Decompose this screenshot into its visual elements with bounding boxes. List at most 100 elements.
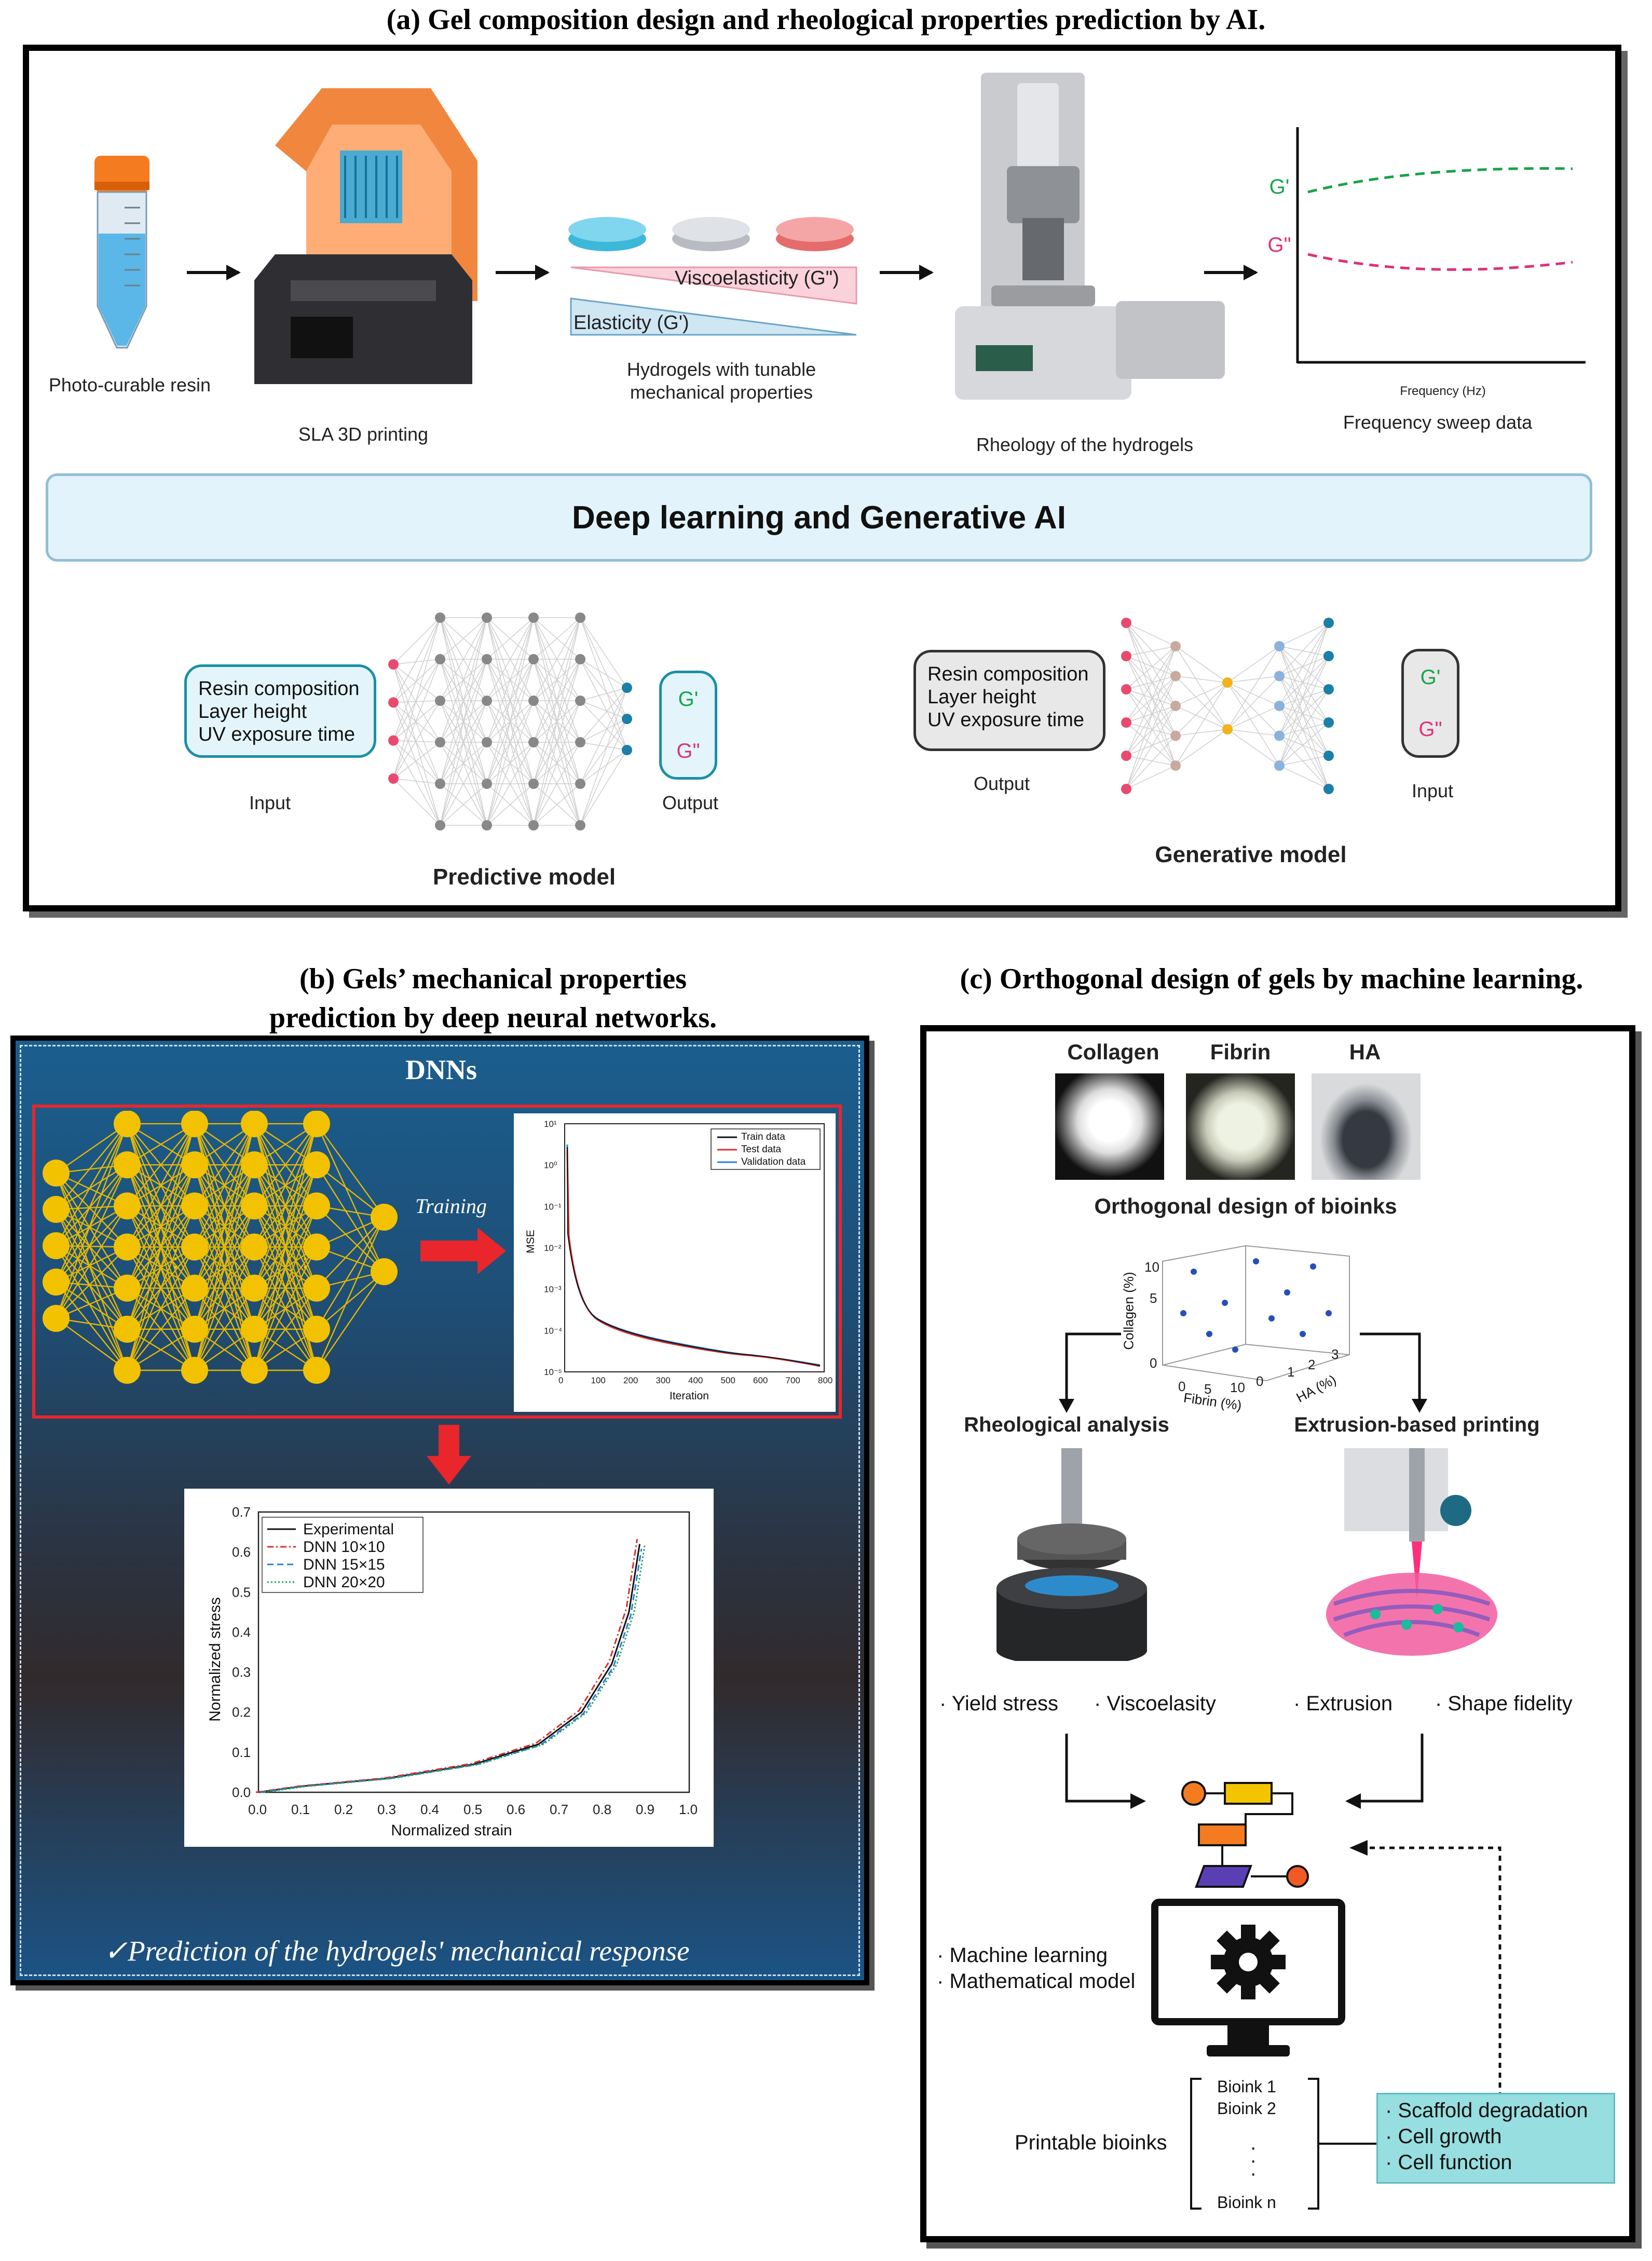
stress-xtick: 0.0 [248, 1802, 267, 1817]
material-ha: HA [1349, 1040, 1381, 1064]
extr-title: Extrusion-based printing [1294, 1413, 1540, 1436]
svg-text:·: · [1250, 2136, 1257, 2159]
network-node [435, 737, 445, 747]
viscoelasticity-label: Viscoelasticity (G") [675, 267, 839, 289]
stress-ytick: 0.5 [232, 1584, 251, 1600]
mse-legend-2: Validation data [741, 1156, 806, 1167]
network-node [241, 1151, 268, 1179]
network-node [1274, 701, 1285, 711]
gen-input-gprime: G' [1420, 665, 1441, 689]
network-node [622, 745, 632, 755]
network-node [482, 696, 492, 706]
stress-ytick: 0.4 [232, 1624, 251, 1640]
network-node [482, 820, 492, 830]
ml-item-1: · Mathematical model [937, 1970, 1136, 1993]
series-dnn-10x10 [255, 1538, 638, 1793]
stress-legend-0: Experimental [303, 1521, 394, 1538]
gen-output-0: Resin composition [927, 663, 1089, 685]
network-node [575, 779, 585, 789]
gdouble-curve-label: G" [1267, 234, 1291, 256]
connector-line [1329, 2143, 1378, 2145]
arrow-a1 [187, 265, 241, 280]
network-node [435, 779, 445, 789]
mse-ytick: 10⁻² [544, 1243, 562, 1253]
network-node [528, 779, 539, 789]
dnn-network: ⋮⋮ [43, 1111, 398, 1384]
svg-text:3: 3 [1331, 1346, 1339, 1362]
gen-output-1: Layer height [927, 686, 1036, 708]
stress-ytick: 0.0 [232, 1785, 251, 1800]
stress-legend-2: DNN 15×15 [303, 1556, 385, 1573]
dnns-title: DNNs [405, 1054, 477, 1085]
extrusion-printer-icon [1326, 1448, 1497, 1656]
network-node [435, 696, 445, 706]
workflow-icon [1181, 1781, 1309, 1888]
network-node [622, 683, 632, 693]
network-node [1323, 618, 1334, 628]
rheology-label: Rheology of the hydrogels [976, 434, 1194, 455]
panel-b-caption: ✓Prediction of the hydrogels' mechanical… [104, 1935, 690, 1967]
network-node [1274, 730, 1285, 741]
arrow-a4 [1204, 265, 1258, 280]
network-node [303, 1111, 330, 1137]
network-node [1170, 701, 1181, 711]
mse-xtick: 800 [818, 1375, 832, 1385]
network-node [575, 654, 585, 664]
dnn-red-frame [32, 1105, 842, 1419]
network-node [241, 1192, 268, 1220]
network-node [1121, 618, 1131, 628]
arrow-a2 [496, 265, 550, 280]
pred-input-box: Resin composition Layer height UV exposu… [184, 664, 376, 758]
network-node [1274, 671, 1285, 682]
panel-a-title: (a) Gel composition design and rheologic… [386, 4, 1266, 36]
stress-xtick: 0.8 [593, 1802, 611, 1817]
network-node [1170, 641, 1181, 651]
pred-input-label: Input [249, 792, 291, 813]
network-node [1121, 751, 1131, 761]
printable-label: Printable bioinks [1015, 2131, 1167, 2154]
extr-item-0: · Extrusion [1293, 1692, 1393, 1715]
network-node [388, 735, 399, 746]
hydrogel-discs-icon [568, 217, 854, 251]
training-arrow-icon [420, 1228, 506, 1274]
stress-xtick: 0.3 [377, 1802, 396, 1817]
svg-text:0: 0 [1150, 1355, 1157, 1371]
network-node [181, 1274, 208, 1302]
network-node [1323, 684, 1334, 694]
mse-ytick: 10⁻⁵ [544, 1367, 562, 1377]
svg-text:0: 0 [1256, 1373, 1263, 1389]
ai-banner: Deep learning and Generative AI [46, 473, 1592, 562]
svg-text:·: · [1250, 2162, 1257, 2185]
panel-b-title-2: prediction by deep neural networks. [269, 1002, 717, 1034]
network-node [114, 1315, 141, 1343]
network-node [43, 1232, 70, 1259]
bioink-1: Bioink 1 [1217, 2077, 1276, 2096]
network-node [114, 1357, 141, 1384]
network-node [1222, 677, 1233, 688]
network-node [241, 1233, 268, 1261]
network-node [1121, 784, 1131, 794]
mse-ytick: 10⁰ [544, 1161, 557, 1170]
stress-xtick: 0.9 [636, 1802, 654, 1817]
mse-ytick: 10⁻¹ [544, 1202, 562, 1211]
training-label: Training [415, 1194, 487, 1218]
network-node [43, 1196, 70, 1223]
mse-xtick: 300 [656, 1375, 671, 1385]
orth-title: Orthogonal design of bioinks [1094, 1194, 1397, 1218]
mse-xtick: 200 [623, 1375, 638, 1385]
frequency-sweep-label: Frequency sweep data [1343, 412, 1533, 433]
merge-arrows [1065, 1734, 1424, 1809]
mse-legend-0: Train data [741, 1132, 785, 1142]
network-node [388, 659, 399, 670]
network-node [622, 714, 632, 724]
feedback-box: · Scaffold degradation · Cell growth · C… [1376, 2093, 1615, 2184]
stress-ytick: 0.6 [232, 1544, 251, 1560]
network-node [1323, 717, 1334, 728]
network-node [435, 820, 445, 830]
network-node [241, 1274, 268, 1302]
bioink-n: Bioink n [1217, 2193, 1276, 2212]
mse-ylabel: MSE [524, 1230, 537, 1254]
network-node [482, 779, 492, 789]
rheo-title: Rheological analysis [964, 1413, 1169, 1436]
stress-ylabel: Normalized stress [207, 1597, 224, 1722]
